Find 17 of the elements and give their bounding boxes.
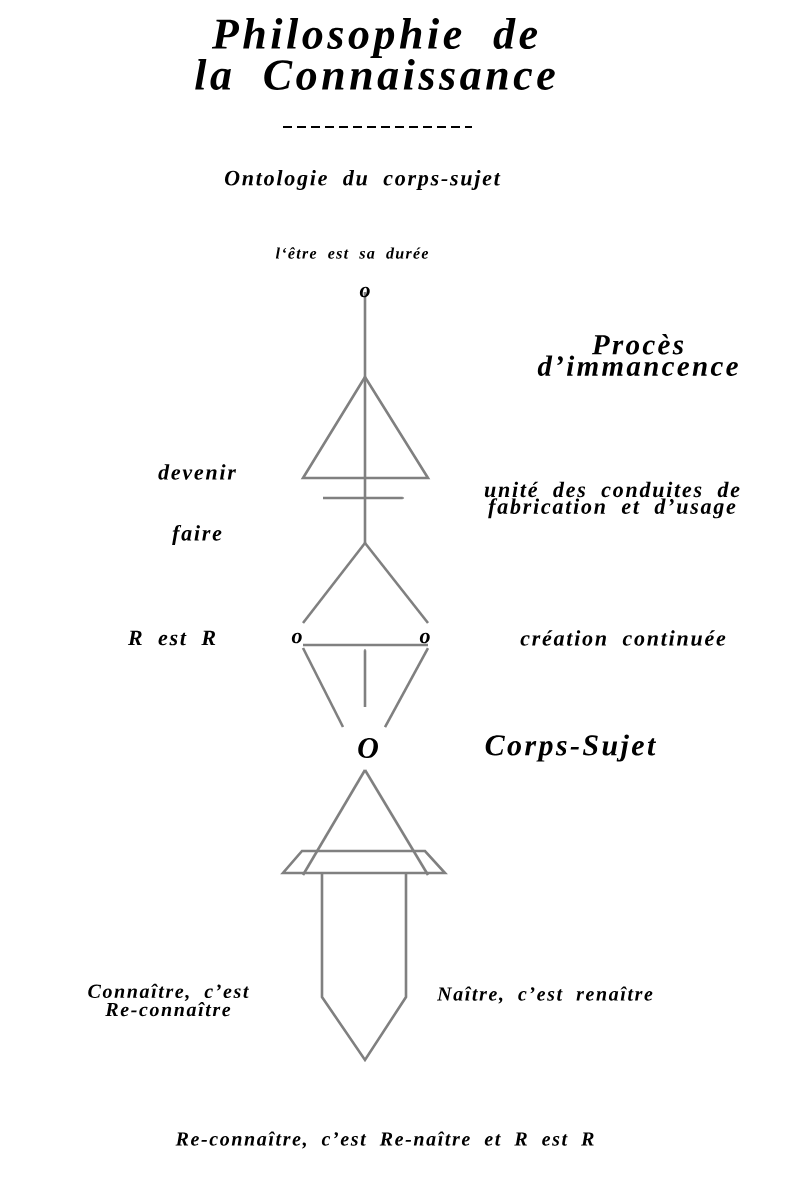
point-mark: o <box>419 632 430 644</box>
text-label: unité des conduites de fabrication et d’usage <box>484 481 740 519</box>
text-label: Re-connaître, c’est Re-naître et R est R <box>175 1131 594 1149</box>
text-label: création continuée <box>520 630 726 646</box>
text-label: devenir <box>158 464 237 480</box>
title: Philosophie de la Connaissance <box>195 18 555 90</box>
text-label: l‘être est sa durée <box>275 247 429 259</box>
heading: Procès d’immancence <box>537 334 738 376</box>
heading: Corps-Sujet <box>485 734 657 762</box>
text-label: Naître, c’est renaître <box>436 986 653 1004</box>
point-mark: o <box>359 286 370 298</box>
point-mark: o <box>291 632 302 644</box>
text-label: Connaître, c’est Re-connaître <box>88 983 249 1017</box>
text-label: R est R <box>127 630 216 646</box>
point-mark: O <box>358 737 378 759</box>
subtitle: Ontologie du corps-sujet <box>224 170 501 190</box>
text-label: faire <box>172 524 222 546</box>
